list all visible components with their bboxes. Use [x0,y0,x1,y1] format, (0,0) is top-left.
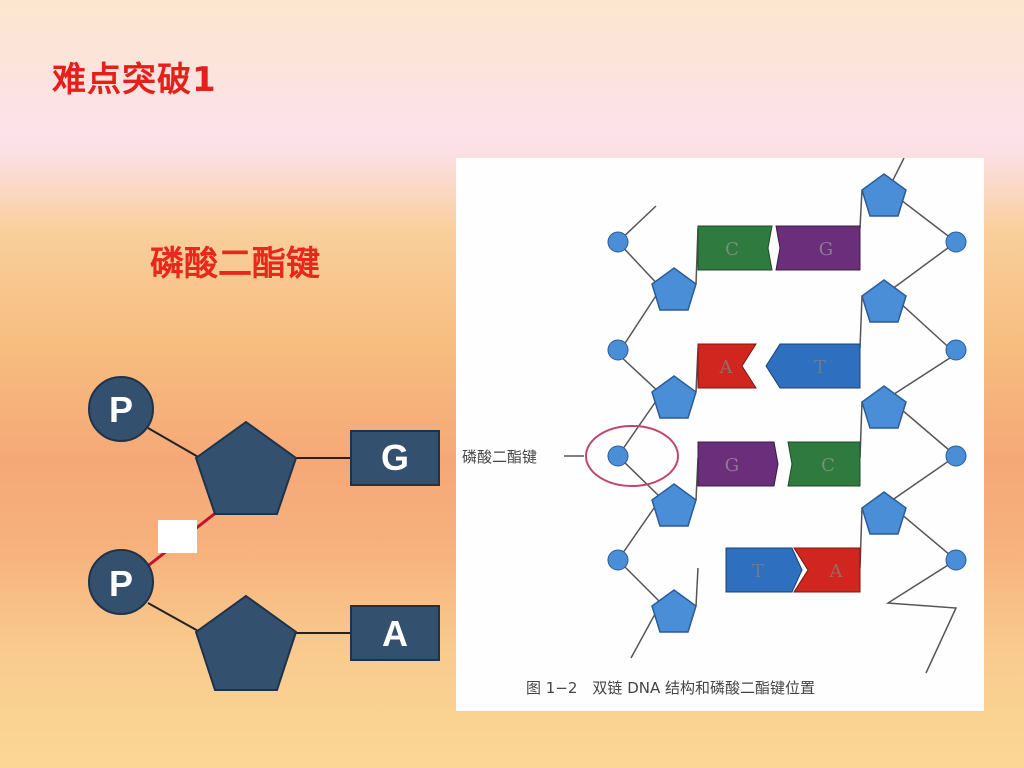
phosphate-top-label: P [109,389,133,430]
sugar-pentagon-bottom [194,594,298,691]
bond-placeholder-box [158,520,197,553]
base-bottom-label: A [382,613,408,654]
base-pair-2-left: A [719,357,734,378]
base-pair-4: T A [725,547,861,593]
dna-figure-image: C G A T G C T A 磷酸二酯键 图 1−2 双链 DNA [456,158,984,711]
figure-bond-label: 磷酸二酯键 [462,448,537,466]
phosphate-bottom-label: P [109,563,133,604]
phosphate-bottom: P [88,549,154,615]
right-sugars [861,173,907,535]
base-pair-4-left: T [752,561,764,582]
base-pair-1-right: G [819,239,833,260]
base-bottom: A [350,605,440,661]
phosphate-sugar-link-top [147,427,201,459]
base-pair-1: C G [697,225,861,271]
base-top-label: G [381,437,409,478]
base-pair-3-left: G [725,455,739,476]
page-title: 难点突破1 [52,60,217,100]
base-pair-3-right: C [821,455,835,476]
sugar-pentagon-top [194,420,298,515]
left-backbone [616,205,662,659]
right-phosphates [945,231,967,571]
phosphodiester-bond-heading: 磷酸二酯键 [150,244,320,284]
phosphate-sugar-link-bottom [147,602,201,633]
right-backbone [885,158,958,674]
figure-caption: 图 1−2 双链 DNA 结构和磷酸二酯键位置 [526,679,815,697]
base-pair-1-left: C [725,239,739,260]
left-sugars [651,267,697,633]
phosphodiester-bond-ring [585,425,679,487]
base-pair-2-right: T [814,357,826,378]
phosphate-top: P [88,376,154,442]
base-top: G [350,430,440,486]
base-pair-4-right: A [829,561,844,582]
base-pair-3: G C [697,441,861,487]
dna-double-strand-diagram: C G A T G C T A 磷酸二酯键 图 1−2 双链 DNA [462,158,967,697]
base-pair-2: A T [697,343,861,389]
nucleotide-schematic: P G P A [88,376,440,691]
left-phosphates [607,231,629,571]
